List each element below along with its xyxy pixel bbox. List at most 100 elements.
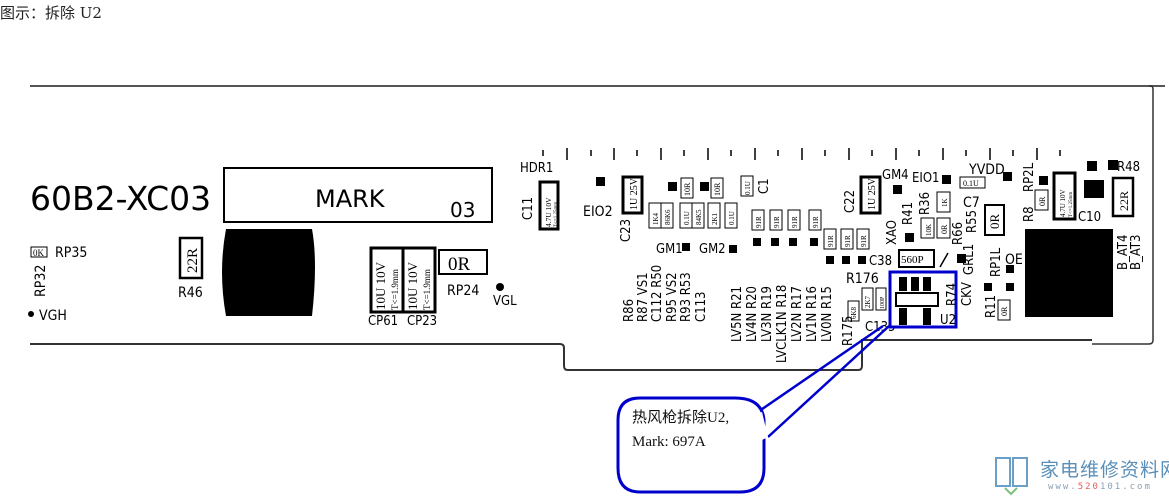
callout-line-1: 热风枪拆除U2, [632, 410, 730, 426]
c23-label: C23 [619, 219, 634, 242]
watermark-book-icon [995, 457, 1028, 496]
part-10k: 10K [925, 224, 933, 236]
bat4-label: B_AT4 [1116, 235, 1131, 270]
ckv-label: CKV [960, 282, 975, 306]
rp1l-label: RP1L [989, 247, 1004, 277]
part-1k: 1K [941, 198, 949, 207]
header-ticks [542, 148, 1061, 160]
board-bottom-edge [30, 339, 1092, 371]
mark-box-title: MARK [315, 185, 386, 213]
part-2k7: 2K7 [864, 295, 872, 308]
label-lv5n: LV5N R21 [730, 286, 745, 342]
part-1k4: 1K4 [652, 212, 660, 225]
c11-label: C11 [521, 197, 536, 220]
u2-component-highlight: R74 U2 [888, 270, 960, 329]
r11-value: 0R [1000, 306, 1009, 316]
part-91r: 91R [844, 235, 852, 247]
inductor-footprint [222, 229, 315, 316]
c560p-value: 560P [901, 254, 924, 266]
cp23-value: 10U 10V [405, 261, 420, 310]
eio1-label: EIO1 [912, 171, 939, 186]
hdr1-label: HDR1 [520, 161, 553, 176]
r46-label: R46 [178, 285, 203, 301]
label-c112-r50: C112 R50 [650, 265, 665, 322]
c10-label: C10 [1078, 210, 1101, 225]
r48-value: 22R [1117, 191, 1131, 211]
label-r95-vs2: R95 VS2 [665, 272, 680, 322]
part-86k6: 86K6 [664, 209, 672, 225]
part-0.1u-b: 0.1U [728, 211, 736, 225]
c7-value: 0.1U [963, 179, 979, 188]
callout-pointer [751, 324, 890, 438]
c22-value: 1U 25V [867, 177, 878, 210]
part-91r: 91R [791, 216, 799, 228]
vgh-label: VGH [39, 308, 67, 324]
label-r93-r53: R93 R53 [679, 272, 694, 322]
rp32-label: RP32 [33, 265, 49, 297]
c38-label: C38 [869, 254, 892, 269]
cp61-label: CP61 [368, 314, 398, 329]
c10-value: 4.7U 10V [1059, 189, 1067, 217]
watermark-title: 家电维修资料网 [1040, 459, 1169, 481]
figure-caption: 图示：拆除 U2 [0, 4, 102, 22]
part-91r: 91R [812, 216, 820, 228]
label-lv3n: LV3N R19 [760, 286, 775, 342]
rp2l-label: RP2L [1022, 162, 1037, 192]
r41-label: R41 [901, 202, 916, 225]
label-lv2n: LV2N R17 [790, 286, 805, 342]
part-84k5: 84K5 [695, 209, 703, 225]
watermark-url-suffix: 101.com [1099, 482, 1152, 492]
part-0r-a: 0R [940, 224, 949, 234]
rp35-label: RP35 [55, 245, 87, 261]
mark-box-number: 03 [450, 198, 475, 222]
c23-value: 1U 25V [629, 177, 640, 210]
label-lv1n: LV1N R16 [805, 286, 820, 342]
callout-bubble [616, 396, 766, 494]
small-parts-top: 10R 10R 0.1U C1 [668, 175, 772, 199]
label-r86: R86 [622, 299, 637, 322]
gm4-label: GM4 [882, 168, 909, 183]
label-lvclk1n: LVCLK1N R18 [775, 285, 790, 363]
part-91r: 91R [773, 216, 781, 228]
part-0.1u-a: 0.1U [683, 211, 691, 225]
watermark-url-red: 520 [1077, 482, 1100, 492]
eio2-label: EIO2 [583, 204, 613, 220]
r66-label: R66 [951, 222, 966, 245]
r48-label: R48 [1117, 160, 1140, 175]
part-0.1u-top: 0.1U [744, 181, 752, 195]
r175-label: R175 [841, 316, 856, 346]
r46-value: 22R [185, 248, 201, 273]
label-r87-vs1: R87 VS1 [636, 272, 651, 322]
cp23-note: T<=1.9mm [422, 269, 432, 310]
label-lv0n: LV0N R15 [820, 286, 835, 342]
part-91r: 91R [860, 235, 868, 247]
rp2l-value: 0R [1038, 196, 1047, 206]
callout-text: 热风枪拆除U2, Mark: 697A [632, 406, 729, 454]
watermark-url: www.520101.com [1048, 482, 1152, 492]
cp61-value: 10U 10V [373, 261, 388, 310]
c7-label: C7 [963, 195, 980, 211]
r176-label: R176 [846, 271, 879, 287]
vertical-labels-b: LV5N R21 LV4N R20 LV3N R19 LVCLK1N R18 L… [730, 285, 835, 363]
bat3-label: B_AT3 [1129, 235, 1144, 270]
r55-label: R55 [965, 210, 980, 233]
label-c113: C113 [694, 292, 709, 323]
c22-label: C22 [843, 190, 858, 213]
part-10r-b: 10R [713, 182, 722, 196]
r11-label: R11 [984, 295, 999, 318]
rp24-label: RP24 [447, 283, 479, 299]
gm1-label: GM1 [656, 242, 683, 257]
large-ic-footprint [1025, 229, 1113, 317]
board-right-edge [1092, 85, 1154, 345]
r36-label: R36 [918, 192, 933, 215]
part-2k1: 2K1 [711, 212, 719, 225]
part-91r: 91R [827, 235, 835, 247]
u2-label: U2 [940, 313, 956, 328]
cp61-note: T<=1.9mm [390, 269, 400, 310]
r74-label: R74 [945, 283, 960, 306]
c1-label: C1 [757, 178, 772, 194]
part-6k8: 6K8 [850, 306, 858, 319]
r55-value: 0R [987, 214, 1002, 230]
grl1-label: GRL1 [962, 244, 977, 275]
